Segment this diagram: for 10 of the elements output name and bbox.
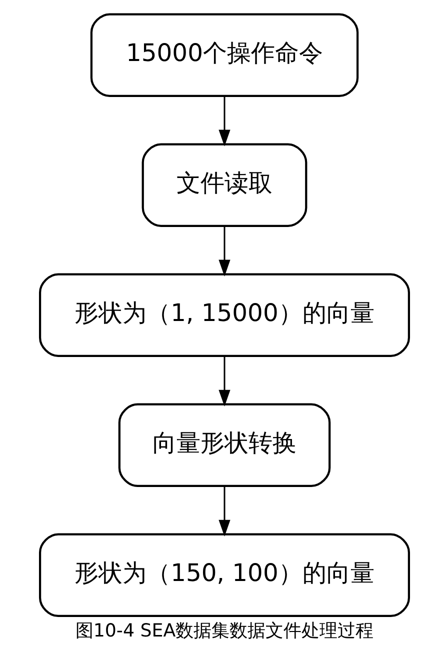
node-box: 形状为（1, 15000）的向量 — [38, 273, 410, 357]
arrow — [218, 96, 230, 146]
node-box: 向量形状转换 — [118, 403, 330, 488]
caption: 图10-4 SEA数据集数据文件处理过程 — [74, 620, 374, 642]
node-box: 15000个操作命令 — [90, 13, 358, 97]
arrow — [218, 226, 230, 276]
node-box: 形状为（150, 100）的向量 — [38, 533, 410, 618]
arrow — [218, 356, 230, 406]
node-box: 文件读取 — [141, 143, 307, 227]
arrow — [218, 486, 230, 536]
